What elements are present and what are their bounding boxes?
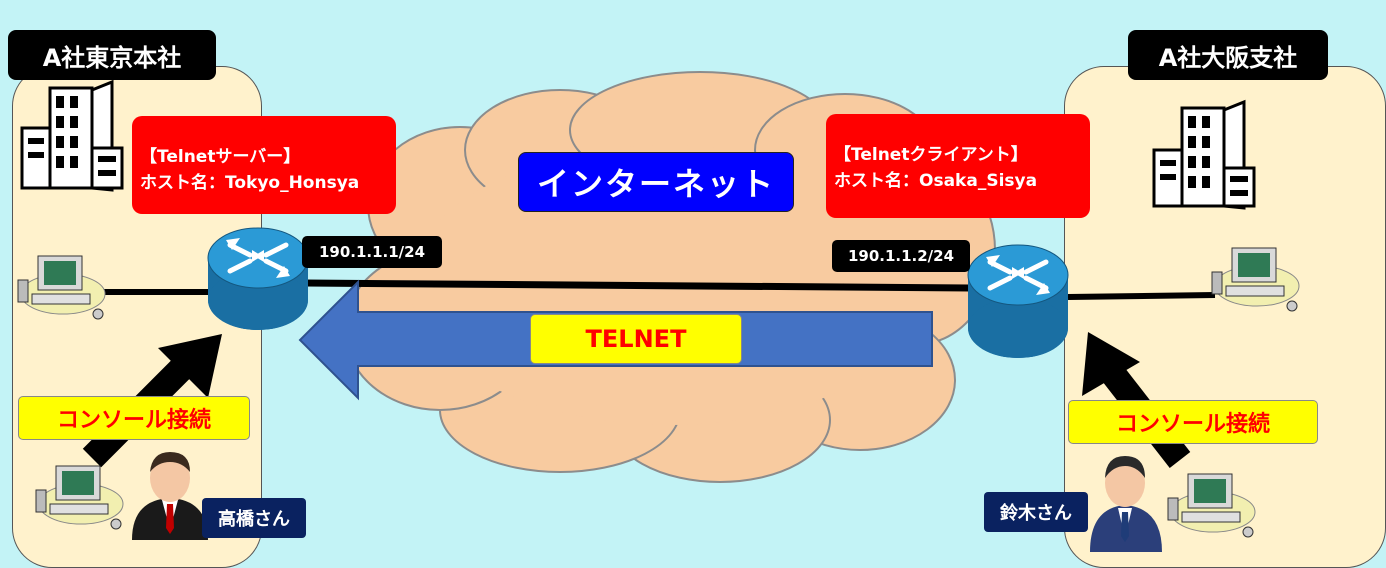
osaka-pc-top-icon (1211, 247, 1300, 312)
osaka-pc-bottom-icon (1167, 473, 1256, 538)
link-line (304, 279, 971, 292)
tokyo-router-icon (207, 227, 309, 330)
tokyo-pc-top-icon (17, 255, 106, 320)
tokyo-console-label: コンソール接続 (18, 396, 250, 440)
internet-label: インターネット (518, 152, 794, 212)
tokyo-person-icon (132, 452, 208, 540)
osaka-role-label: 【Telnetクライアント】 (834, 145, 1028, 165)
tokyo-pc-bottom-icon (35, 465, 124, 530)
tokyo-host-label: ホスト名：Tokyo_Honsya (140, 173, 360, 193)
osaka-router-icon (967, 244, 1069, 358)
tokyo-building-icon (20, 79, 124, 192)
osaka-building-icon (1152, 99, 1256, 210)
tokyo-role-label: 【Telnetサーバー】 (140, 147, 301, 167)
osaka-ip-label: 190.1.1.2/24 (832, 240, 970, 272)
osaka-client-info: 【Telnetクライアント】 ホスト名：Osaka_Sisya (826, 114, 1090, 218)
tokyo-person-label: 高橋さん (202, 498, 306, 538)
osaka-site-title: A社大阪支社 (1128, 30, 1328, 80)
telnet-label: TELNET (530, 314, 742, 364)
tokyo-ip-label: 190.1.1.1/24 (302, 236, 442, 268)
osaka-person-icon (1090, 456, 1162, 552)
osaka-host-label: ホスト名：Osaka_Sisya (834, 171, 1038, 191)
osaka-console-label: コンソール接続 (1068, 400, 1318, 444)
osaka-person-label: 鈴木さん (984, 492, 1088, 532)
tokyo-site-title: A社東京本社 (8, 30, 216, 80)
tokyo-server-info: 【Telnetサーバー】 ホスト名：Tokyo_Honsya (132, 116, 396, 214)
osaka-lan-line (1067, 292, 1216, 300)
